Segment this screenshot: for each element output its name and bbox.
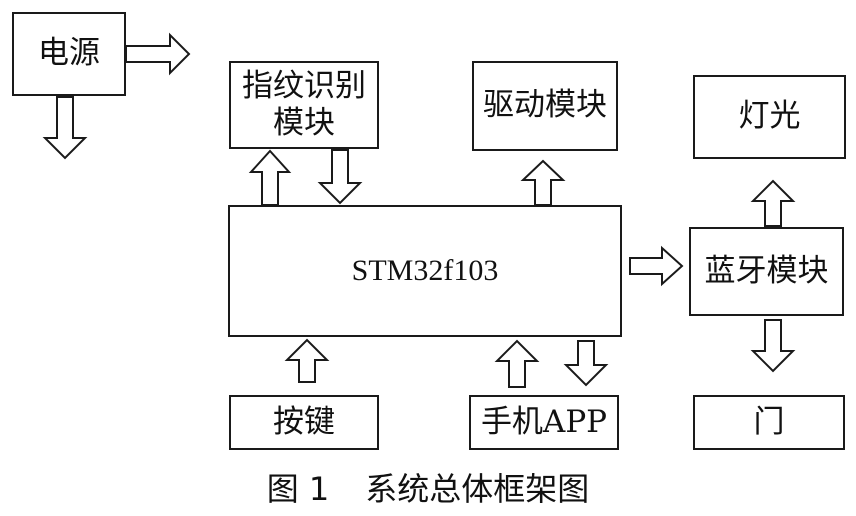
figure-caption: 图 1 系统总体框架图 xyxy=(0,466,856,512)
mcu-to-fingerprint-up-arrow xyxy=(248,149,292,206)
mcu-to-driver-up-arrow xyxy=(520,159,566,206)
mcu-to-bluetooth-right-arrow xyxy=(629,245,684,287)
mcu-to-app-down-arrow xyxy=(563,340,609,387)
figure-title: 系统总体框架图 xyxy=(365,470,590,508)
mcu-label: STM32f103 xyxy=(351,254,499,287)
mcu-block: STM32f103 xyxy=(228,205,622,337)
figure-number: 图 1 xyxy=(266,470,330,508)
power-label: 电源 xyxy=(38,35,100,72)
driver-label: 驱动模块 xyxy=(483,87,607,124)
keypad-block: 按键 xyxy=(229,395,379,450)
phone-app-label: 手机APP xyxy=(480,403,608,440)
keypad-to-mcu-up-arrow xyxy=(284,338,330,383)
light-block: 灯光 xyxy=(693,75,846,159)
fingerprint-label-line1: 指纹识别 xyxy=(242,67,366,104)
light-label: 灯光 xyxy=(738,98,801,135)
bluetooth-label: 蓝牙模块 xyxy=(704,252,829,289)
app-to-mcu-up-arrow xyxy=(494,339,540,388)
fingerprint-module-block: 指纹识别 模块 xyxy=(229,61,379,149)
driver-module-block: 驱动模块 xyxy=(472,61,618,151)
door-label: 门 xyxy=(753,403,785,440)
bluetooth-to-door-down-arrow xyxy=(750,319,796,373)
power-out-right-arrow xyxy=(125,32,191,76)
door-block: 门 xyxy=(693,395,845,450)
phone-app-block: 手机APP xyxy=(469,395,619,450)
fingerprint-label-line2: 模块 xyxy=(273,105,335,141)
power-out-down-arrow xyxy=(42,96,88,160)
power-block: 电源 xyxy=(12,12,126,96)
fingerprint-to-mcu-down-arrow xyxy=(317,149,363,205)
bluetooth-module-block: 蓝牙模块 xyxy=(689,227,844,316)
keypad-label: 按键 xyxy=(273,403,335,440)
bluetooth-to-light-up-arrow xyxy=(750,179,796,227)
